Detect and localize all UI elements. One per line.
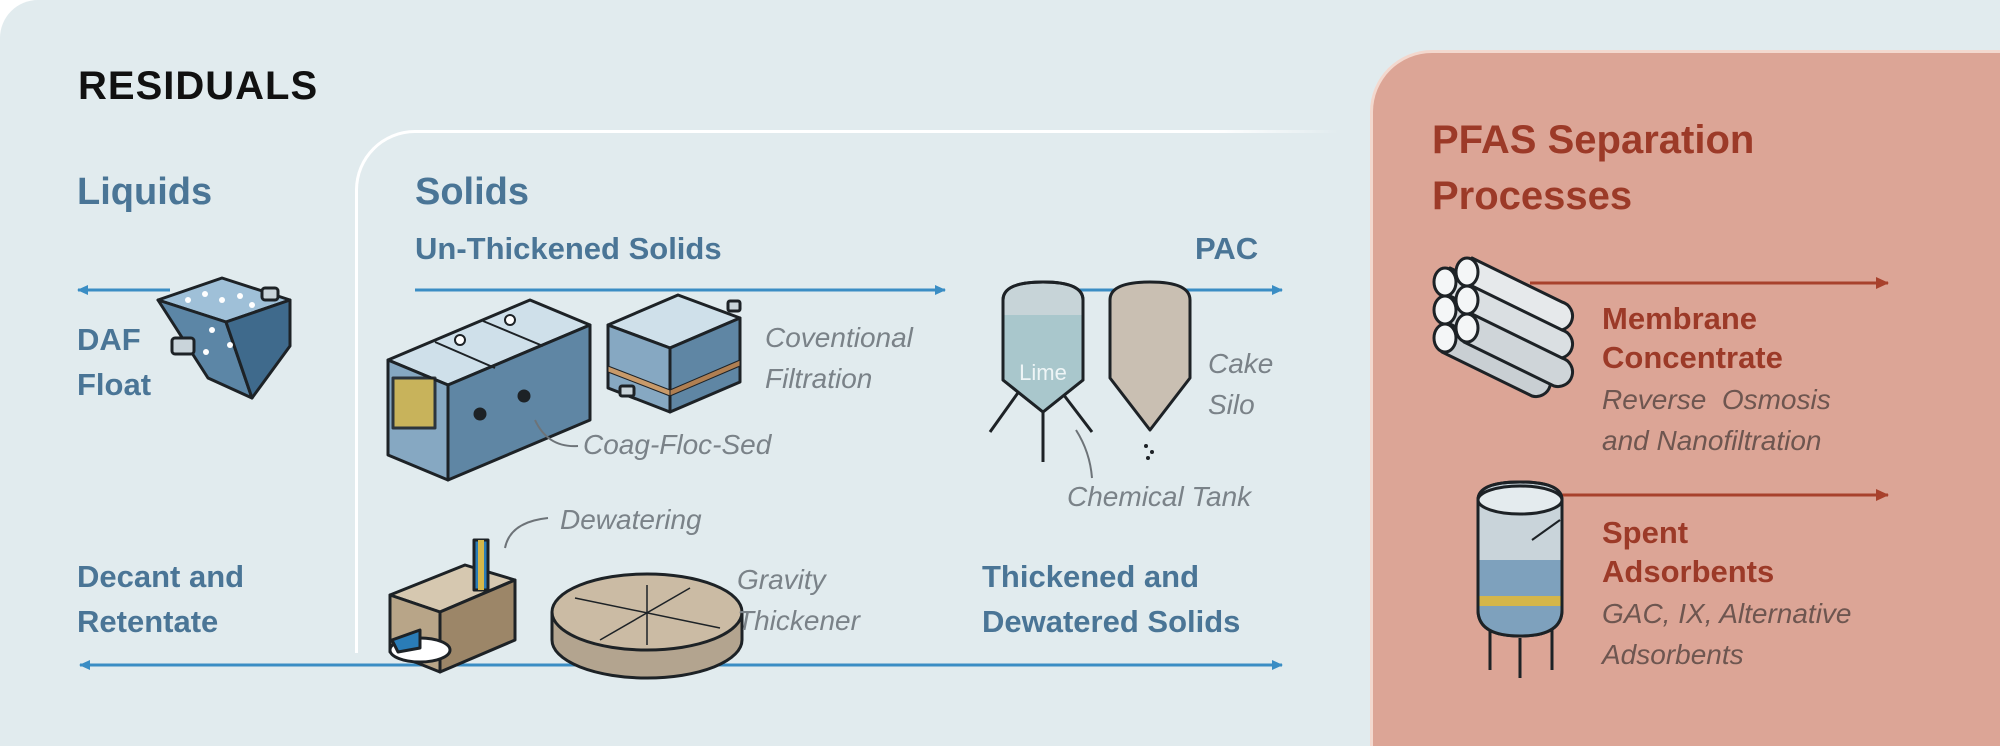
solids-heading: Solids [415,171,530,213]
spent-adsorbents-label: Spent Adsorbents [1602,515,1775,589]
lime-silo-icon [988,280,1094,462]
membrane-modules-icon [1432,256,1575,399]
liquids-heading: Liquids [77,171,213,213]
pfas-title: PFAS Separation Processes [1432,118,1755,218]
residuals-title: RESIDUALS [78,64,319,108]
filter-box-icon [606,293,742,414]
daf-float-label: DAF Float [77,322,152,402]
dewatering-label: Dewatering [560,504,702,535]
adsorbents-detail-label: GAC, IX, Alternative Adsorbents [1602,598,1852,670]
cake-silo-icon [1108,280,1192,460]
membrane-detail-label: Reverse Osmosis and Nanofiltration [1602,384,1831,456]
coag-leader-line [534,419,579,448]
pac-label: PAC [1195,231,1259,266]
dewatering-press-icon [388,538,517,674]
chemical-tank-label: Chemical Tank [1067,481,1252,512]
conventional-filtration-label: Coventional Filtration [765,322,913,394]
cake-silo-label: Cake Silo [1208,348,1274,420]
daf-tank-icon [156,276,292,400]
chemical-tank-leader-line [1075,429,1093,479]
dewatering-leader-line [504,517,549,549]
lime-label: Lime [1019,360,1067,385]
gravity-thickener-icon [550,572,744,680]
membrane-concentrate-label: Membrane Concentrate [1602,301,1783,375]
unthickened-solids-label: Un-Thickened Solids [415,231,722,266]
solids-panel-outline [355,130,1338,653]
decant-retentate-label: Decant and Retentate [77,559,245,639]
coag-floc-sed-label: Coag-Floc-Sed [583,429,772,460]
pfas-panel [1370,50,2000,746]
gravity-thickener-label: Gravity Thickener [737,564,860,636]
thickened-dewatered-label: Thickened and Dewatered Solids [982,559,1241,639]
adsorbent-vessel-icon [1476,480,1564,678]
coag-floc-sed-basin-icon [386,298,592,482]
